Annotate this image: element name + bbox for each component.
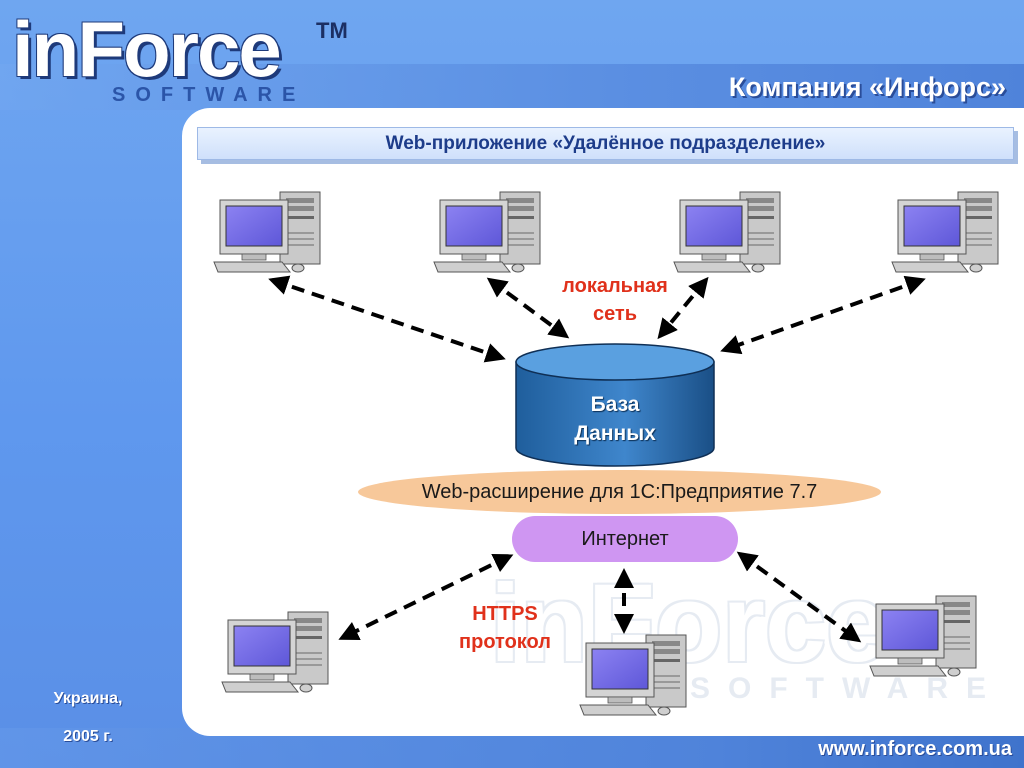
remote-computer-2-icon [579,634,687,716]
web-extension-oval: Web-расширение для 1С:Предприятие 7.7 [358,470,881,514]
lan-computer-4-icon [891,191,999,273]
internet-link-3 [736,551,862,643]
footer-year: 2005 г. [63,728,113,745]
logo-trademark: TM [316,18,348,43]
lan-computer-3-icon [673,191,781,273]
web-extension-label: Web-расширение для 1С:Предприятие 7.7 [421,480,818,503]
lan-link-2 [486,277,570,339]
lan-link-3 [657,276,709,340]
lan-computer-2-icon [433,191,541,273]
logo-wordmark: inForce [12,5,282,93]
https-label-line2: протокол [459,631,551,653]
internet-node: Интернет [512,516,738,562]
footer-website: www.inforce.com.ua [818,738,1012,760]
database-label: База Данных [520,390,710,448]
remote-computer-1-icon [221,611,329,693]
header-band [0,64,1024,110]
https-label: HTTPS протокол [430,600,580,656]
database-label-line1: База [590,393,640,416]
company-name: Компания «Инфорс» [728,72,1006,102]
lan-link-4 [720,275,926,355]
lan-label-line2: сеть [592,303,638,325]
database-cylinder-icon [515,343,715,467]
lan-label-line1: локальная [562,275,668,297]
lan-computer-1-icon [213,191,321,273]
database-label-line2: Данных [574,422,656,445]
slide-title-box: Web-приложение «Удалённое подразделение» [197,127,1014,160]
inforce-logo: inForce SOFTWARE TM [4,4,348,108]
internet-label: Интернет [581,527,669,550]
footer-country: Украина, [53,690,123,707]
lan-link-1 [268,275,506,363]
slide-title: Web-приложение «Удалённое подразделение» [385,132,826,154]
https-label-line1: HTTPS [472,603,538,625]
remote-computer-3-icon [869,595,977,677]
internet-link-1 [338,554,514,640]
logo-subtitle: SOFTWARE [112,84,306,106]
lan-label: локальная сеть [530,272,700,328]
